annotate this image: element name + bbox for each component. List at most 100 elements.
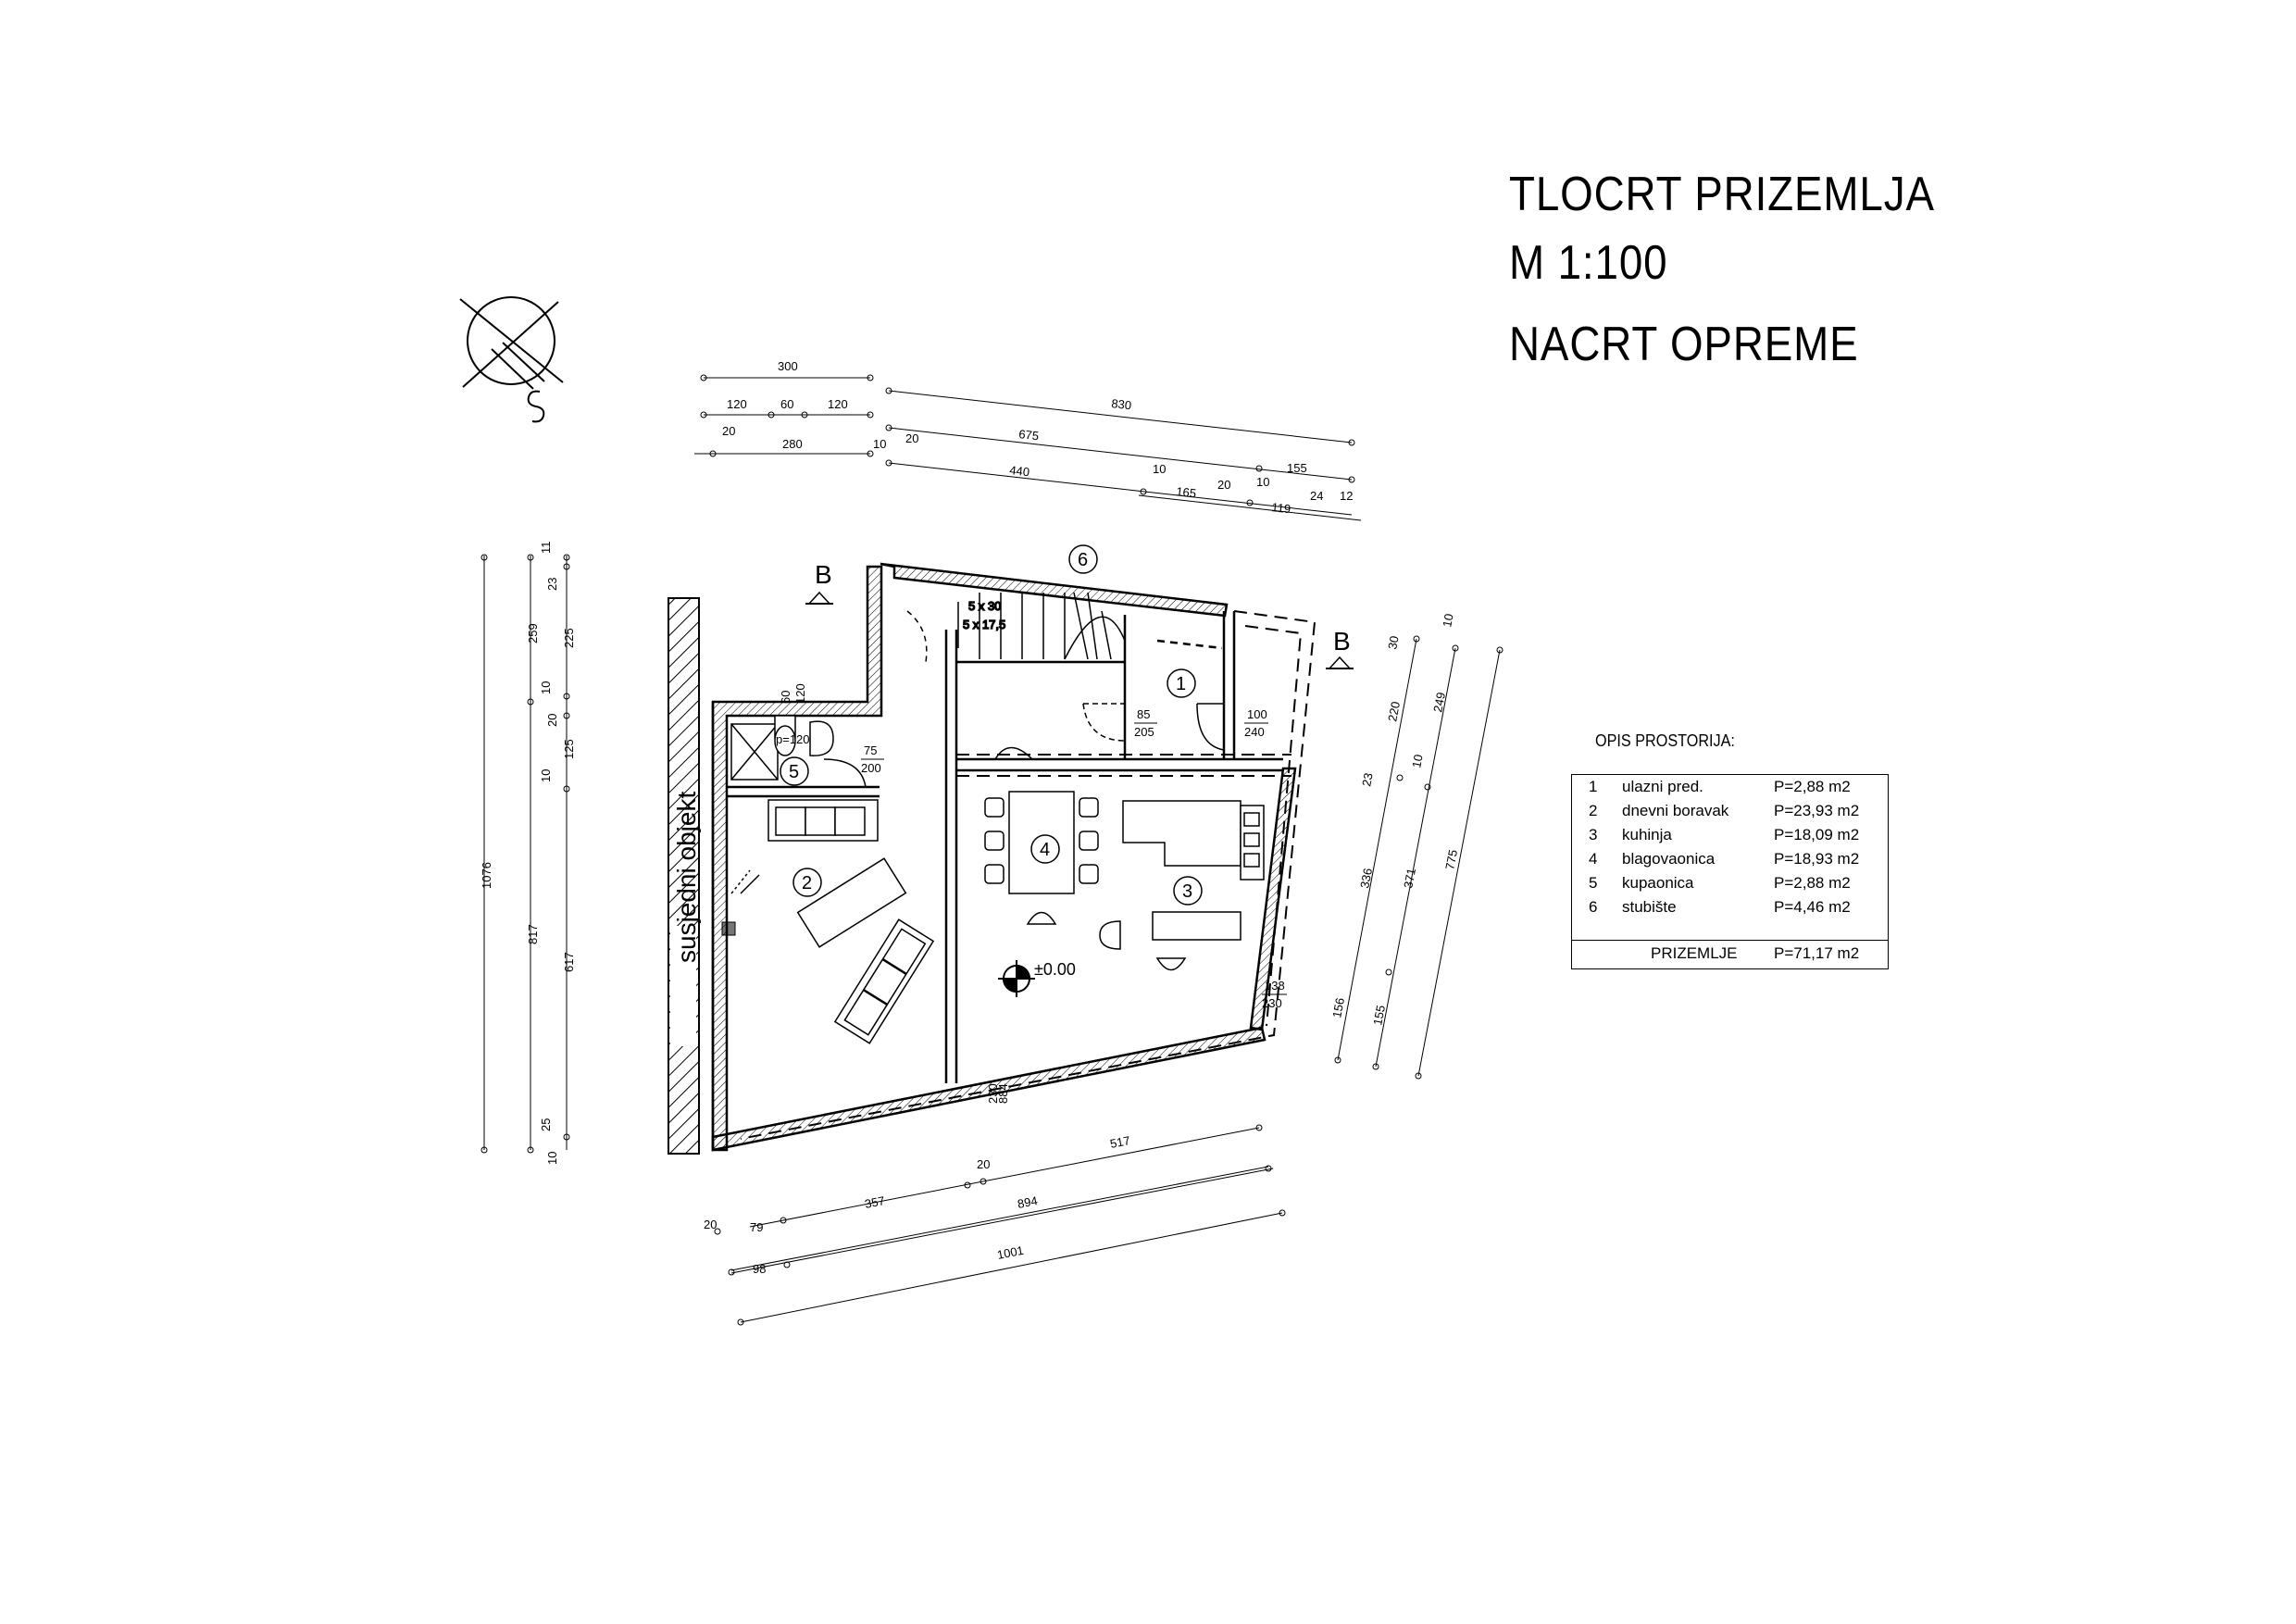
svg-text:6: 6 (1078, 550, 1088, 570)
svg-text:371: 371 (1401, 867, 1418, 889)
svg-text:894: 894 (1017, 1193, 1039, 1211)
section-markers: B B (805, 560, 1354, 669)
legend-room-name: kupaonica (1622, 874, 1694, 892)
legend-room-number: 1 (1589, 778, 1598, 795)
legend-total-row: PRIZEMLJE P=71,17 m2 (1572, 940, 1888, 970)
svg-text:155: 155 (1370, 1004, 1388, 1026)
svg-text:20: 20 (1217, 478, 1230, 492)
legend-room-name: stubište (1622, 898, 1677, 916)
svg-text:155: 155 (1287, 461, 1307, 475)
legend-room-number: 3 (1589, 826, 1598, 843)
kitchen-furniture (1099, 800, 1265, 971)
living-room-furniture (730, 799, 935, 1044)
svg-text:10: 10 (1256, 475, 1269, 489)
upper-floor-outline (740, 610, 1316, 1140)
svg-text:119: 119 (1271, 500, 1292, 516)
neighbour-building: susjedni objekt (668, 597, 736, 1155)
legend-row: 6 stubište P=4,46 m2 (1572, 895, 1888, 919)
legend-room-area: P=4,46 m2 (1774, 898, 1851, 916)
room-marker-3: 3 (1173, 876, 1203, 906)
svg-text:30: 30 (1385, 635, 1401, 651)
svg-text:120: 120 (727, 397, 747, 411)
svg-text:120: 120 (828, 397, 848, 411)
legend-total-area: P=71,17 m2 (1774, 944, 1860, 962)
stair-spec-1: 5 x 30 (968, 599, 1001, 613)
svg-text:11: 11 (539, 542, 553, 555)
level-marker-icon: ±0.00 (998, 960, 1076, 997)
svg-text:120: 120 (793, 683, 807, 704)
legend-room-number: 6 (1589, 898, 1598, 916)
legend-room-area: P=2,88 m2 (1774, 778, 1851, 795)
svg-text:4: 4 (1040, 840, 1050, 860)
bathroom-fixtures (730, 715, 834, 781)
svg-text:5: 5 (789, 762, 799, 782)
svg-text:1076: 1076 (480, 862, 493, 889)
svg-text:138: 138 (1265, 979, 1285, 993)
svg-text:60: 60 (779, 691, 792, 704)
svg-text:20: 20 (545, 714, 559, 727)
svg-text:10: 10 (1153, 462, 1166, 476)
svg-text:20: 20 (977, 1157, 990, 1171)
svg-text:205: 205 (1134, 725, 1154, 739)
svg-text:165: 165 (1176, 484, 1197, 500)
doors (740, 703, 1225, 894)
legend-room-area: P=2,88 m2 (1774, 874, 1851, 892)
legend-room-name: ulazni pred. (1622, 778, 1703, 795)
room-marker-4: 4 (1030, 834, 1060, 864)
legend-room-name: kuhinja (1622, 826, 1672, 843)
svg-text:357: 357 (864, 1193, 886, 1211)
svg-text:675: 675 (1018, 427, 1040, 443)
svg-text:200: 200 (861, 761, 881, 775)
svg-text:79: 79 (750, 1220, 763, 1234)
svg-text:60: 60 (780, 397, 793, 411)
exterior-walls (711, 562, 1297, 1152)
drawing-subtitle: NACRT OPREME (1509, 318, 1859, 371)
neighbour-label: susjedni objekt (672, 792, 701, 963)
svg-text:249: 249 (1430, 691, 1448, 713)
room-marker-1: 1 (1167, 668, 1196, 698)
svg-text:336: 336 (1357, 867, 1375, 889)
legend-room-area: P=23,93 m2 (1774, 802, 1860, 819)
legend-room-name: dnevni boravak (1622, 802, 1729, 819)
dimension-chains-top: 300 830 120 60 120 675 20 280 10 20 440 … (694, 359, 1362, 521)
svg-text:10: 10 (539, 681, 553, 694)
svg-text:240: 240 (1244, 725, 1265, 739)
room-marker-6: 6 (1068, 544, 1098, 574)
svg-text:10: 10 (1440, 613, 1455, 629)
svg-text:1: 1 (1176, 674, 1186, 694)
svg-text:2: 2 (802, 873, 812, 893)
svg-text:1001: 1001 (996, 1243, 1025, 1262)
svg-text:p=120: p=120 (776, 732, 810, 746)
legend-title: OPIS PROSTORIJA: (1595, 731, 1735, 750)
legend-room-number: 4 (1589, 850, 1598, 868)
svg-text:100: 100 (1247, 707, 1267, 721)
svg-text:156: 156 (1329, 996, 1347, 1018)
room-marker-2: 2 (792, 868, 822, 897)
svg-text:10: 10 (539, 769, 553, 782)
svg-text:230: 230 (1262, 996, 1282, 1010)
legend-row: 2 dnevni boravak P=23,93 m2 (1572, 799, 1888, 823)
svg-text:259: 259 (526, 623, 540, 643)
svg-text:20: 20 (722, 424, 735, 438)
interior-walls (727, 611, 1283, 1083)
legend-room-number: 2 (1589, 802, 1598, 819)
svg-text:220: 220 (1385, 700, 1403, 722)
drawing-scale: M 1:100 (1509, 236, 1668, 290)
svg-text:617: 617 (562, 952, 576, 972)
svg-text:23: 23 (545, 578, 559, 591)
legend-room-area: P=18,09 m2 (1774, 826, 1860, 843)
svg-text:10: 10 (1409, 754, 1425, 769)
legend-row: 3 kuhinja P=18,09 m2 (1572, 823, 1888, 847)
legend-room-name: blagovaonica (1622, 850, 1716, 868)
svg-text:75: 75 (864, 743, 877, 757)
legend-room-number: 5 (1589, 874, 1598, 892)
svg-text:3: 3 (1182, 881, 1192, 902)
svg-text:10: 10 (873, 437, 886, 451)
dimension-chains-bottom: 20 517 20 79 357 894 98 1001 (704, 1124, 1286, 1326)
svg-text:12: 12 (1340, 489, 1353, 503)
svg-text:830: 830 (1111, 396, 1132, 412)
dimension-chains-right: 30 10 220 249 23 10 336 371 775 156 155 (1329, 613, 1504, 1080)
